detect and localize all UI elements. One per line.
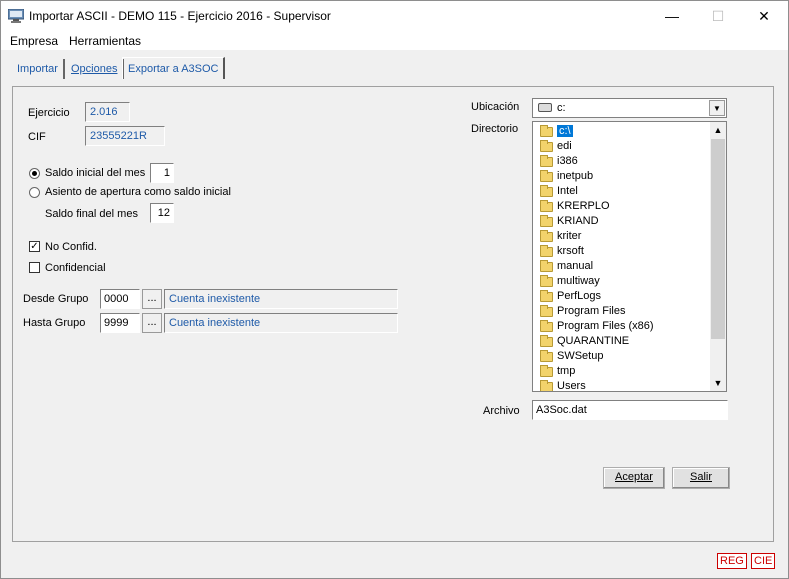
- directorio-item-label: Program Files (x86): [557, 320, 654, 332]
- directorio-item-label: manual: [557, 260, 594, 272]
- cif-label: CIF: [28, 131, 46, 143]
- ejercicio-field: 2.016: [85, 102, 130, 122]
- folder-icon: [540, 335, 553, 347]
- asiento-apertura-radio[interactable]: [29, 187, 40, 198]
- cif-field: 23555221R: [85, 126, 165, 146]
- directorio-item-label: inetpub: [557, 170, 594, 182]
- aceptar-button[interactable]: Aceptar: [603, 467, 665, 489]
- saldo-inicial-label: Saldo inicial del mes: [45, 167, 146, 179]
- folder-icon: [540, 275, 553, 287]
- folder-icon: [540, 185, 553, 197]
- ubicacion-value: c:: [557, 102, 566, 114]
- window-title: Importar ASCII - DEMO 115 - Ejercicio 20…: [29, 9, 331, 23]
- menu-herramientas[interactable]: Herramientas: [69, 34, 142, 48]
- drive-icon: [538, 103, 552, 112]
- directorio-item-label: kriter: [557, 230, 582, 242]
- title-bar[interactable]: Importar ASCII - DEMO 115 - Ejercicio 20…: [1, 1, 788, 32]
- desde-grupo-description: Cuenta inexistente: [164, 289, 398, 309]
- folder-icon: [540, 215, 553, 227]
- close-button[interactable]: ✕: [758, 8, 770, 24]
- desde-grupo-field[interactable]: 0000: [100, 289, 140, 309]
- folder-icon: [540, 260, 553, 272]
- directorio-item-label: KRIAND: [557, 215, 599, 227]
- hasta-grupo-field[interactable]: 9999: [100, 313, 140, 333]
- tab-importar[interactable]: Importar: [17, 59, 65, 79]
- folder-icon: [540, 245, 553, 257]
- hasta-grupo-label: Hasta Grupo: [23, 317, 86, 329]
- maximize-button[interactable]: ☐: [711, 8, 725, 24]
- folder-icon: [540, 305, 553, 317]
- menu-bar: Empresa Herramientas: [1, 32, 788, 50]
- directorio-item-label: KRERPLO: [557, 200, 610, 212]
- asiento-apertura-label: Asiento de apertura como saldo inicial: [45, 186, 231, 198]
- scroll-up-icon[interactable]: ▲: [713, 125, 723, 135]
- archivo-label: Archivo: [483, 405, 520, 417]
- directorio-item-label: i386: [557, 155, 578, 167]
- confidencial-checkbox[interactable]: [29, 262, 40, 273]
- folder-icon: [540, 170, 553, 182]
- folder-icon: [540, 125, 553, 137]
- no-confid-checkbox[interactable]: ✓: [29, 241, 40, 252]
- saldo-final-label: Saldo final del mes: [45, 208, 138, 220]
- directorio-item-label: Intel: [557, 185, 578, 197]
- export-panel: Ejercicio 2.016 CIF 23555221R Saldo inic…: [12, 86, 774, 542]
- confidencial-label: Confidencial: [45, 262, 106, 274]
- directorio-scrollbar[interactable]: ▲ ▼: [710, 122, 726, 391]
- folder-icon: [540, 320, 553, 332]
- menu-empresa[interactable]: Empresa: [10, 34, 59, 48]
- folder-icon: [540, 365, 553, 377]
- reg-badge: REG: [717, 553, 747, 569]
- no-confid-label: No Confid.: [45, 241, 97, 253]
- folder-icon: [540, 140, 553, 152]
- tab-opciones[interactable]: Opciones: [71, 59, 125, 79]
- directorio-item-label: QUARANTINE: [557, 335, 630, 347]
- cie-badge: CIE: [751, 553, 776, 569]
- salir-button[interactable]: Salir: [672, 467, 730, 489]
- directorio-item-label: Program Files: [557, 305, 626, 317]
- folder-icon: [540, 230, 553, 242]
- directorio-item-label: edi: [557, 140, 572, 152]
- desde-grupo-lookup-button[interactable]: ...: [142, 289, 162, 309]
- app-icon: [8, 9, 24, 23]
- directorio-item-label: tmp: [557, 365, 576, 377]
- chevron-down-icon[interactable]: ▼: [709, 100, 725, 116]
- directorio-label: Directorio: [471, 123, 519, 135]
- folder-icon: [540, 380, 553, 391]
- folder-icon: [540, 290, 553, 302]
- hasta-grupo-description: Cuenta inexistente: [164, 313, 398, 333]
- directorio-item-label: Users: [557, 380, 586, 392]
- active-tab-frame: [122, 57, 225, 79]
- directorio-item-label: krsoft: [557, 245, 584, 257]
- folder-icon: [540, 350, 553, 362]
- desde-grupo-label: Desde Grupo: [23, 293, 89, 305]
- tab-exportar-a3soc[interactable]: Exportar a A3SOC: [128, 63, 219, 75]
- archivo-field[interactable]: A3Soc.dat: [532, 400, 728, 420]
- hasta-grupo-lookup-button[interactable]: ...: [142, 313, 162, 333]
- ubicacion-label: Ubicación: [471, 101, 520, 113]
- directorio-item-label: PerfLogs: [557, 290, 602, 302]
- ubicacion-select[interactable]: c: ▼: [532, 98, 727, 118]
- saldo-inicial-field[interactable]: 1: [150, 163, 174, 183]
- saldo-final-field[interactable]: 12: [150, 203, 174, 223]
- minimize-button[interactable]: —: [665, 8, 679, 24]
- directorio-item-label: SWSetup: [557, 350, 604, 362]
- saldo-inicial-radio[interactable]: [29, 168, 40, 179]
- scroll-down-icon[interactable]: ▼: [713, 378, 723, 388]
- folder-icon: [540, 155, 553, 167]
- folder-icon: [540, 200, 553, 212]
- ejercicio-label: Ejercicio: [28, 107, 70, 119]
- status-bar: REG CIE: [1, 549, 788, 578]
- directorio-item-label: c:\: [557, 125, 573, 137]
- tab-bar: Importar Opciones Exportar a A3SOC: [1, 50, 788, 81]
- scroll-thumb[interactable]: [711, 139, 725, 339]
- directorio-item-label: multiway: [557, 275, 600, 287]
